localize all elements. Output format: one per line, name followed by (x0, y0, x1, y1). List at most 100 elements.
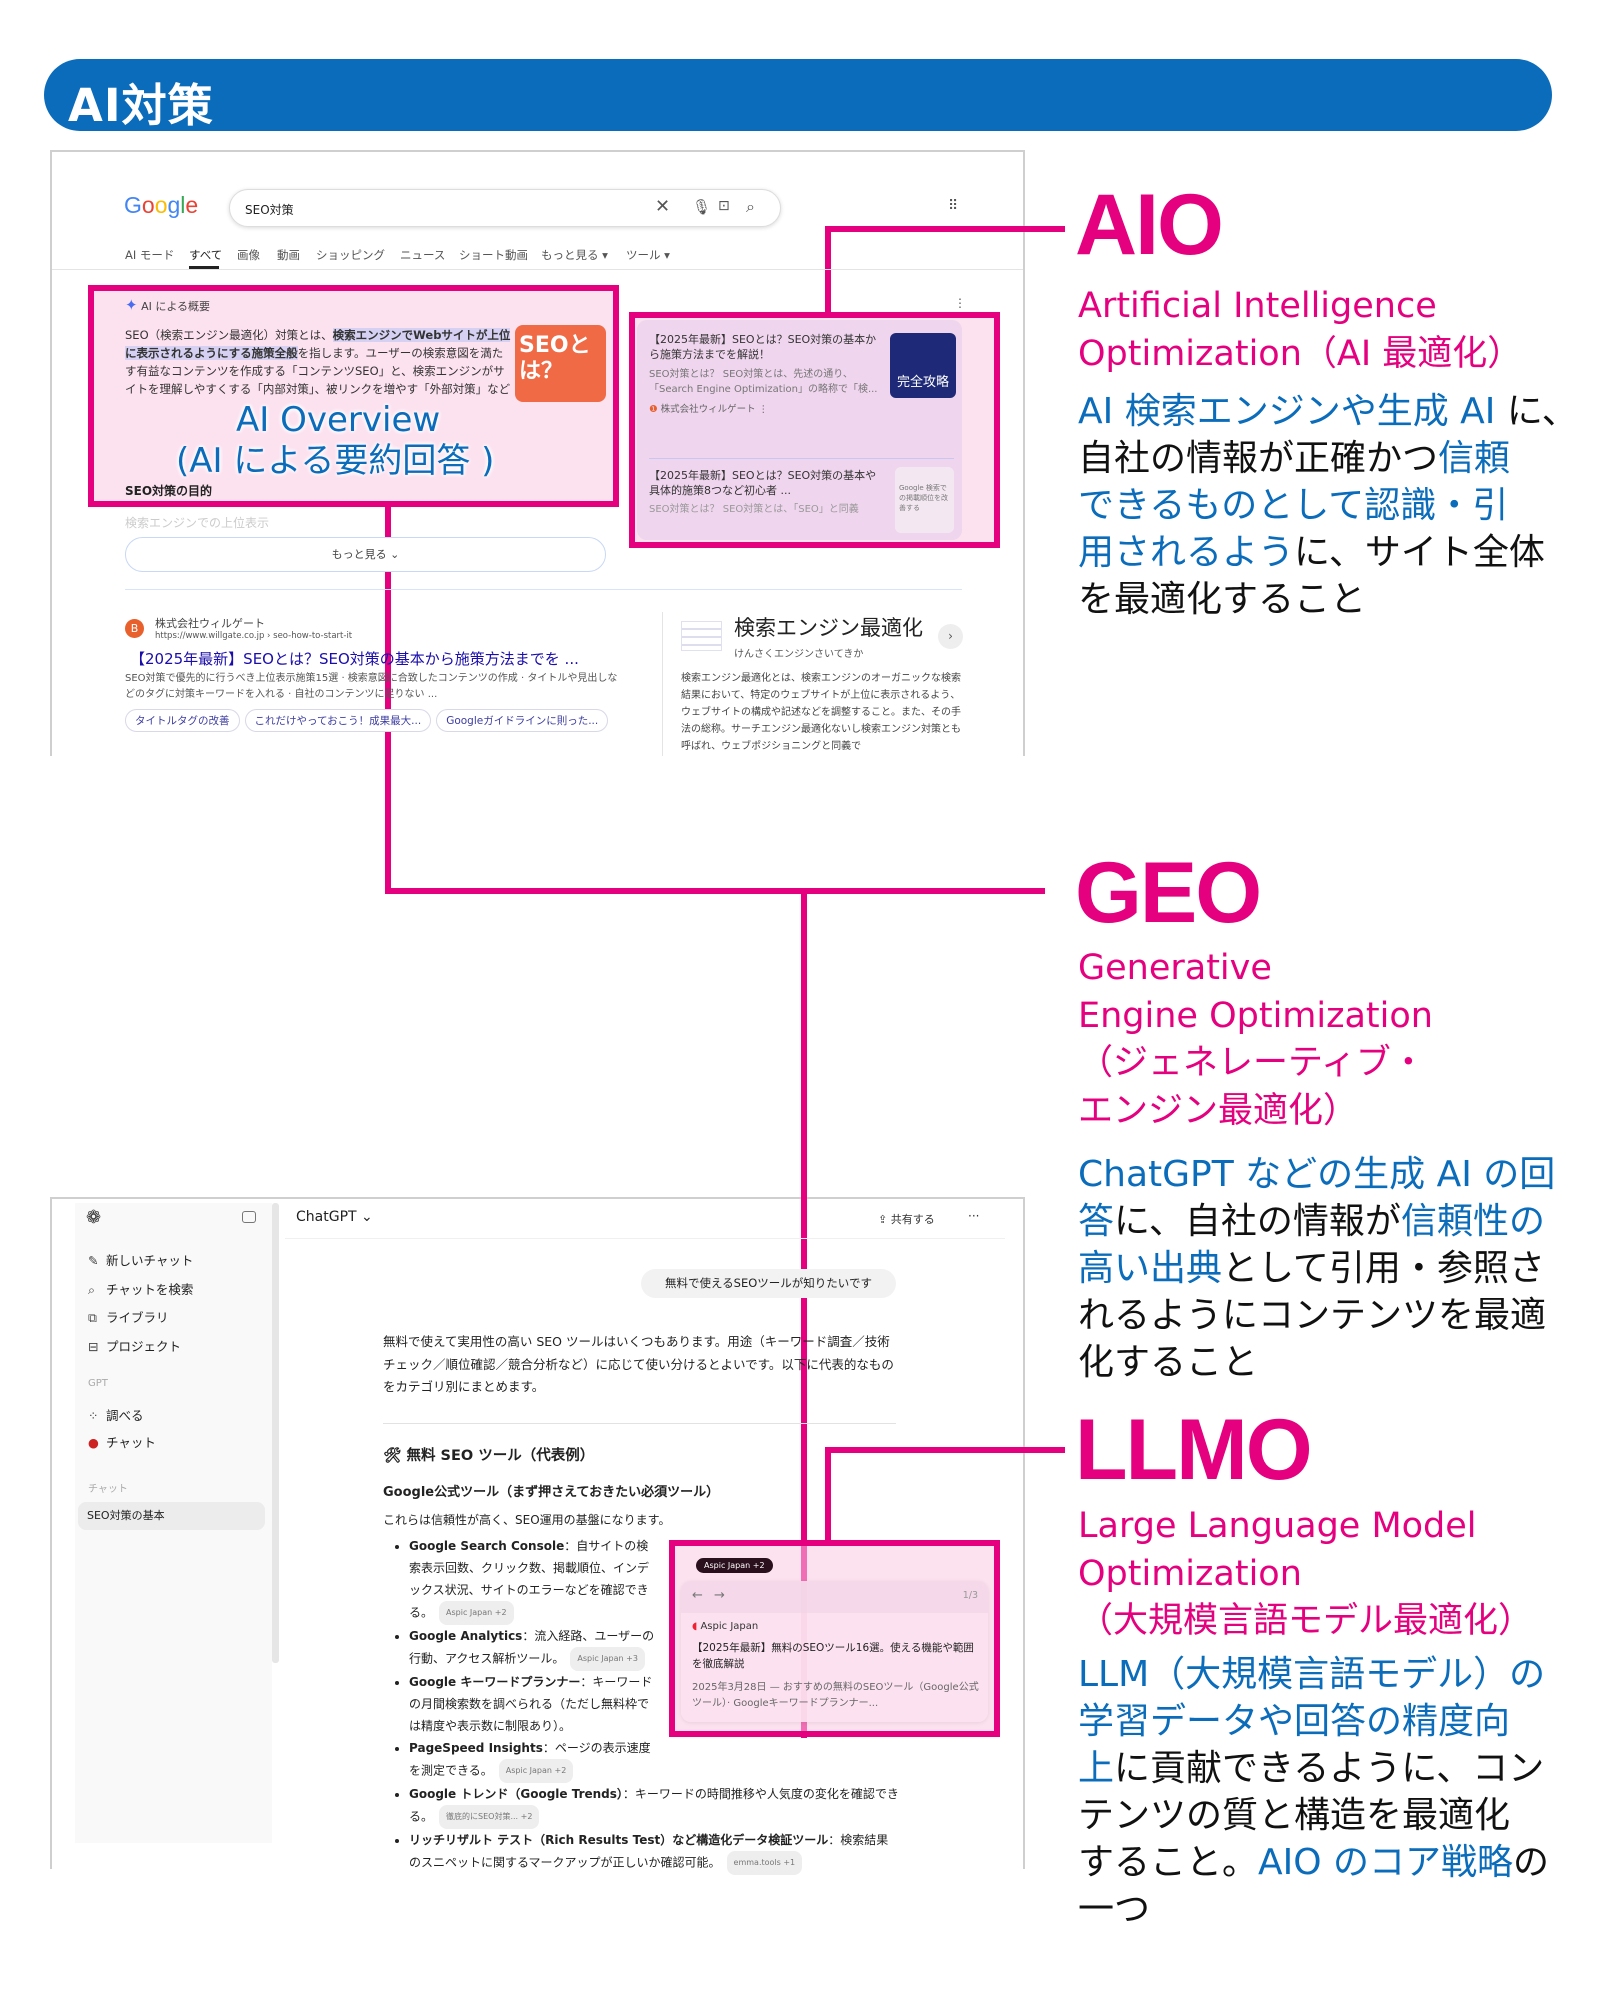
ai-overview-text: SEO（検索エンジン最適化）対策とは、検索エンジンでWebサイトが上位に表示され… (125, 328, 511, 396)
sidebar-item[interactable]: ⊟プロジェクト (88, 1336, 181, 1355)
term-fullname: Large Language Model (1078, 1506, 1477, 1546)
tab-7[interactable]: もっと見る ▾ (541, 248, 608, 262)
tool-list-item: Google Search Console：自サイトの検索表示回数、クリック数、… (409, 1535, 900, 1625)
sidebar-item-label: 新しいチャット (106, 1253, 194, 1268)
citation-chip[interactable]: 徹底的にSEO対策... +2 (439, 1805, 540, 1829)
highlighted-text: 信頼性の (1400, 1201, 1545, 1242)
sitelink-chip[interactable]: これだけやっておこう！成果最大... (244, 709, 432, 732)
sidebar-item-label: チャット (106, 1435, 156, 1450)
chevron-right-icon[interactable]: › (938, 624, 963, 649)
answer-divider (383, 1423, 896, 1424)
sidebar-item[interactable]: ⌕チャットを検索 (88, 1279, 193, 1298)
source-card[interactable]: 【2025年最新】SEOとは？SEO対策の基本から施策方法までを解説！SEO対策… (649, 333, 878, 415)
tab-8[interactable]: ツール ▾ (626, 248, 670, 262)
tab-1[interactable]: すべて (189, 248, 223, 262)
overlay-label-summary: (AI による要約回答 ) (176, 441, 495, 481)
term-fullname: （大規模言語モデル最適化） (1078, 1601, 1534, 1641)
faded-subheading: 検索エンジンでの上位表示 (125, 516, 270, 530)
sidebar-toggle-icon[interactable] (242, 1211, 256, 1223)
term-title: AIO (1075, 177, 1224, 273)
show-more-button[interactable]: もっと見る ⌄ (125, 537, 606, 572)
popup-title[interactable]: 【2025年最新】無料のSEOツール16選。使える機能や範囲を徹底解説 (692, 1642, 974, 1670)
term-description-line: 化すること (1078, 1339, 1258, 1386)
source-card[interactable]: 【2025年最新】SEOとは？SEO対策の基本や具体的施策8つなど初心者 ...… (649, 469, 877, 515)
source-card-group: 【2025年最新】SEOとは？SEO対策の基本から施策方法までを解説！SEO対策… (637, 320, 962, 540)
knowledge-reading: けんさくエンジンさいてきか (734, 649, 864, 660)
sidebar-gpt-item[interactable]: ⁘調べる (88, 1405, 144, 1424)
sidebar-item[interactable]: ⧉ライブラリ (88, 1307, 169, 1326)
result-favicon: B (125, 619, 144, 638)
highlighted-text: ChatGPT などの生成 AI の回 (1078, 1154, 1556, 1195)
highlighted-text: AI 検索エンジンや生成 AI (1078, 391, 1496, 432)
clear-icon[interactable]: ✕ (655, 196, 671, 217)
overlay-label-ai-overview: AI Overview (236, 400, 441, 440)
result-site-name: 株式会社ウィルゲート (155, 617, 265, 630)
google-logo: Google (124, 192, 199, 218)
connector-llmo-vertical (825, 1447, 831, 1543)
term-description-line: 上に貢献できるように、コン (1078, 1745, 1544, 1792)
term-description-line: できるものとして認識・引 (1078, 482, 1508, 529)
citation-popup: ← → 1/3 ◖ Aspic Japan 【2025年最新】無料のSEOツール… (681, 1581, 988, 1722)
share-icon: ⇪ (878, 1213, 888, 1226)
connector-aio-vertical (825, 226, 831, 314)
arrow-right-icon[interactable]: → (714, 1588, 725, 1603)
sidebar-scrollbar[interactable] (272, 1203, 279, 1663)
model-selector[interactable]: ChatGPT ⌄ (296, 1209, 373, 1225)
sidebar-item[interactable]: ✎新しいチャット (88, 1250, 193, 1269)
citation-chip[interactable]: Aspic Japan +2 (439, 1601, 514, 1625)
knowledge-thumbnail (681, 621, 722, 651)
tab-0[interactable]: AI モード (125, 248, 175, 262)
lens-icon[interactable]: ⊡ (718, 198, 730, 214)
tab-6[interactable]: ショート動画 (459, 248, 528, 262)
citation-chip[interactable]: Aspic Japan +3 (570, 1647, 645, 1671)
result-url: https://www.willgate.co.jp › seo-how-to-… (155, 631, 353, 641)
tab-5[interactable]: ニュース (400, 248, 446, 262)
sitelink-chip[interactable]: Googleガイドラインに則った... (436, 709, 609, 732)
tool-list-item: PageSpeed Insights：ページの表示速度を測定できる。Aspic … (409, 1737, 900, 1783)
ai-overview-menu-icon[interactable]: ⋮ (954, 296, 966, 310)
tab-2[interactable]: 画像 (237, 248, 260, 262)
share-button[interactable]: ⇪ 共有する (878, 1213, 935, 1226)
tool-description: ：流入経路、ユーザーの行動、アクセス解析ツール。 (409, 1629, 655, 1666)
term-fullname: Artificial Intelligence (1078, 286, 1437, 326)
knowledge-description: 検索エンジン最適化とは、検索エンジンのオーガニックな検索結果において、特定のウェ… (681, 673, 961, 752)
popup-source: ◖ Aspic Japan (692, 1621, 759, 1632)
term-description-line: LLM（大規模言語モデル）の (1078, 1651, 1545, 1698)
term-description-line: を最適化すること (1078, 576, 1366, 623)
citation-badge[interactable]: Aspic Japan +2 (696, 1558, 773, 1573)
connector-aio-horizontal (825, 226, 1065, 232)
knowledge-title: 検索エンジン最適化 (734, 616, 923, 640)
term-description-line: AI 検索エンジンや生成 AI に、 (1078, 388, 1578, 435)
term-description-line: 自社の情報が正確かつ信頼 (1078, 435, 1510, 482)
citation-chip[interactable]: emma.tools +1 (726, 1851, 803, 1875)
search-icon[interactable]: ⌕ (746, 197, 755, 216)
search-input[interactable]: SEO対策 ✕ 🎙 ⊡ ⌕ (229, 189, 781, 227)
tab-4[interactable]: ショッピング (316, 248, 385, 262)
term-description-line: ChatGPT などの生成 AI の回 (1078, 1151, 1555, 1198)
tool-name: リッチリザルト テスト（Rich Results Test）など構造化データ検証… (409, 1833, 829, 1847)
site-favicon: ❶ (649, 404, 658, 415)
mic-icon[interactable]: 🎙 (692, 198, 712, 216)
tool-description: ：検索結果のスニペットに関するマークアップが正しいか確認可能。 (409, 1833, 889, 1870)
result-title-link[interactable]: 【2025年最新】SEOとは？SEO対策の基本から施策方法までを ... (130, 650, 579, 668)
more-options-icon[interactable]: ··· (968, 1209, 980, 1223)
tab-3[interactable]: 動画 (277, 248, 300, 262)
apps-grid-icon[interactable]: ⠿ (948, 198, 959, 214)
arrow-left-icon[interactable]: ← (692, 1588, 703, 1603)
assistant-intro: 無料で使えて実用性の高い SEO ツールはいくつもあります。用途（キーワード調査… (383, 1334, 894, 1394)
sidebar-section-chats: チャット (88, 1484, 128, 1495)
term-description-line: 用されるように、サイト全体 (1078, 529, 1545, 576)
highlighted-text: LLM（大規模言語モデル）の (1078, 1654, 1546, 1695)
sidebar-chat-selected[interactable]: SEO対策の基本 (78, 1502, 265, 1530)
term-description-line: すること。AIO のコア戦略の (1078, 1839, 1549, 1886)
explore-icon: ⁘ (88, 1408, 99, 1423)
ai-overview-section-heading: SEO対策の目的 (125, 484, 213, 498)
term-description-line: 高い出典として引用・参照さ (1078, 1245, 1545, 1292)
citation-chip[interactable]: Aspic Japan +2 (498, 1759, 574, 1783)
sidebar-gpt-item[interactable]: ●チャット (88, 1432, 156, 1451)
openai-logo-icon[interactable]: ❁ (86, 1207, 102, 1228)
tool-description: ：キーワードの時間推移や人気度の変化を確認できる。 (409, 1787, 899, 1824)
sitelink-chip[interactable]: タイトルタグの改善 (125, 709, 240, 732)
plain-text: すること。 (1078, 1842, 1259, 1883)
ai-overview-label: ✦ AI による概要 (125, 296, 211, 314)
